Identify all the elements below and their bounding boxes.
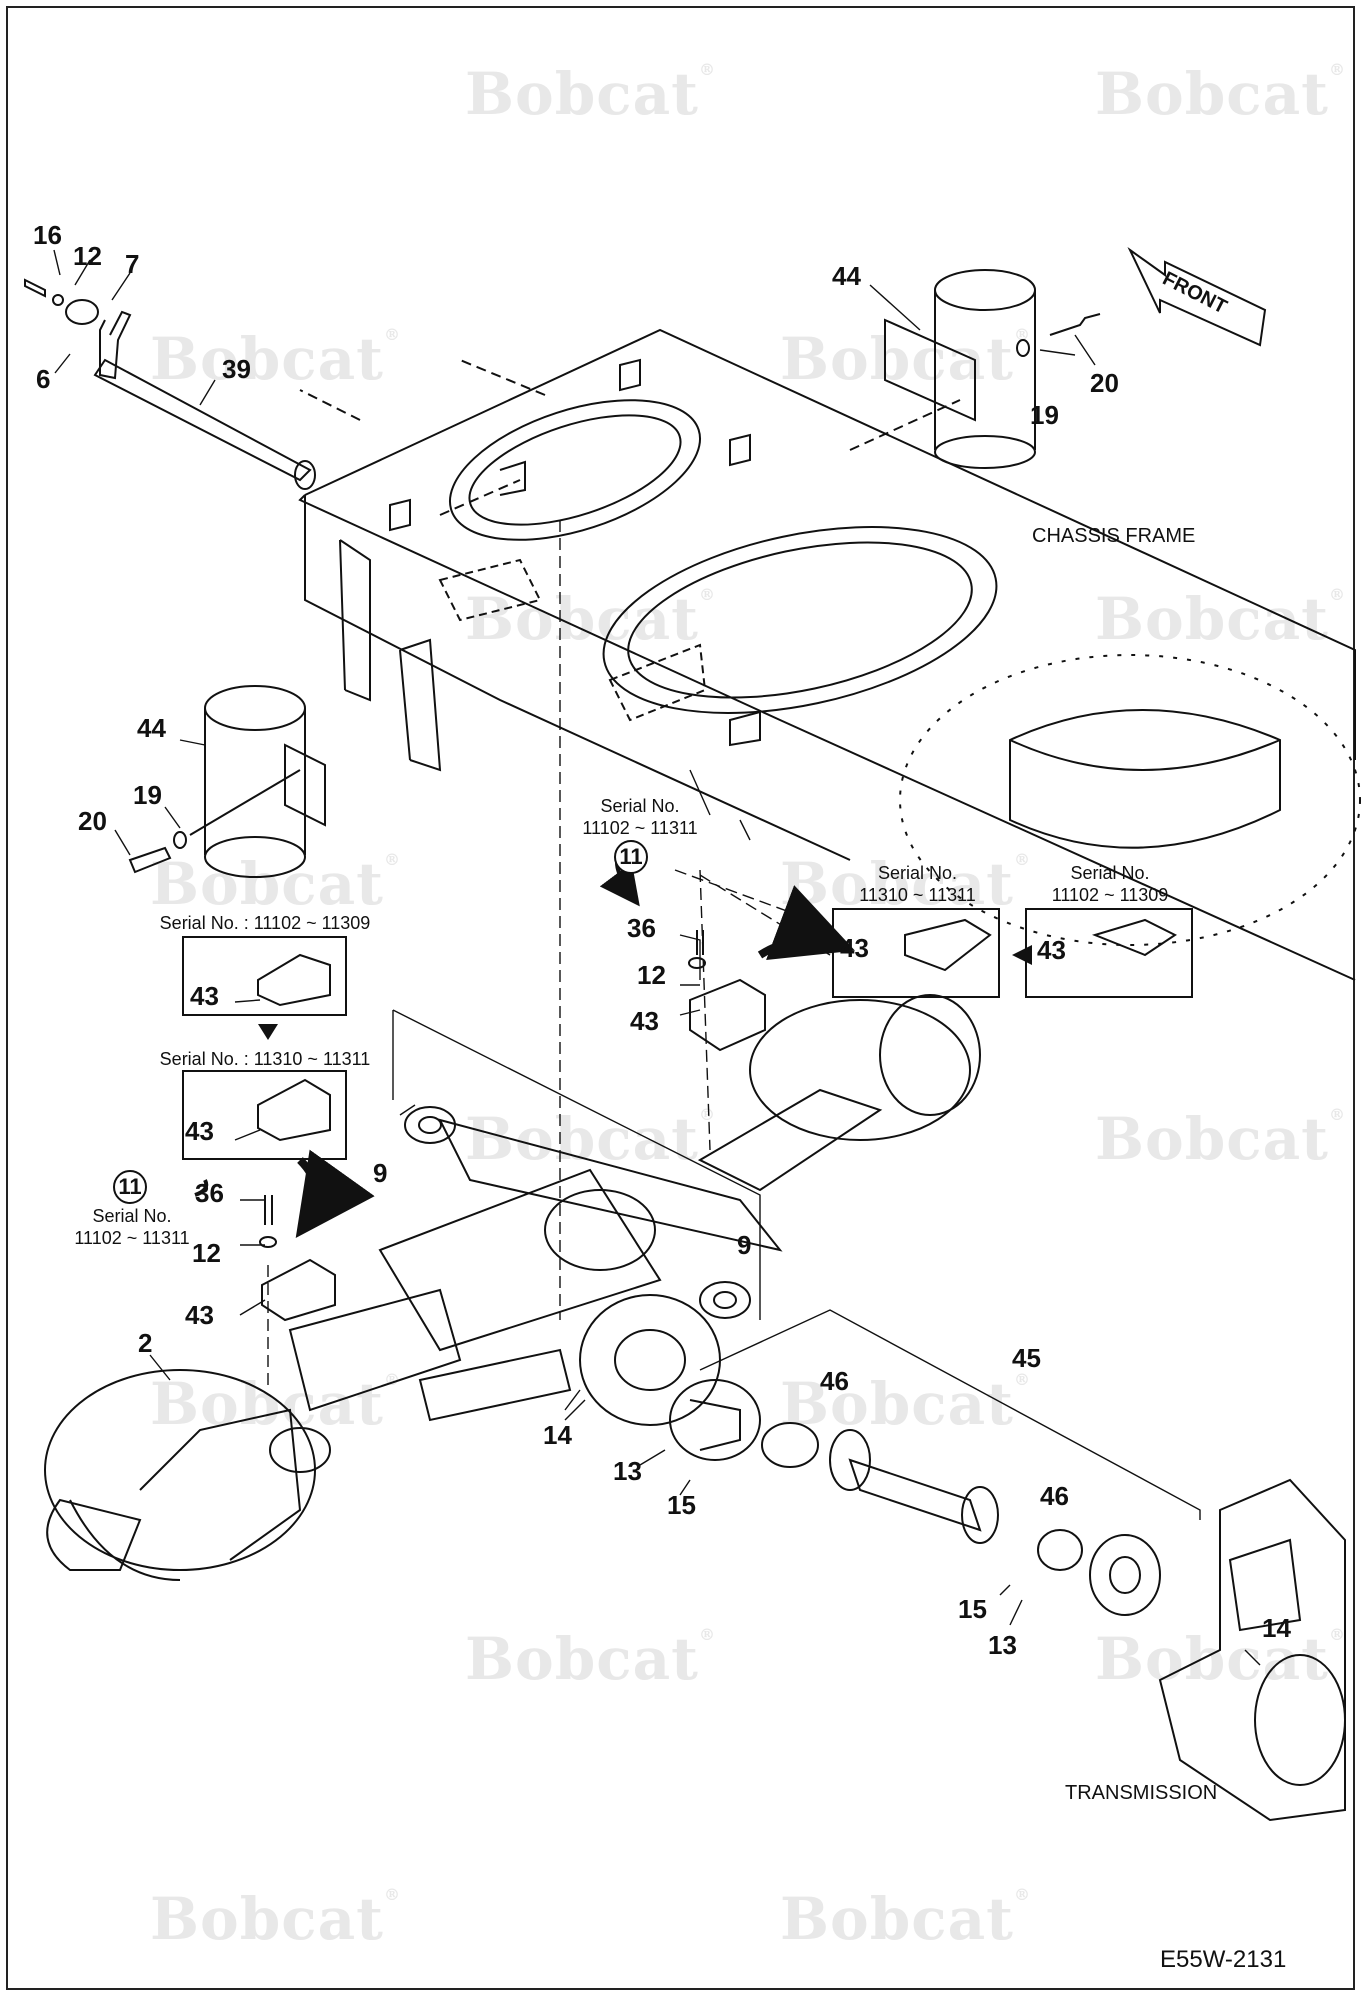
callout: 43 (630, 1006, 659, 1036)
drive-shaft (669, 1379, 1161, 1616)
axle-mount-plate (261, 1258, 336, 1322)
callout: 19 (1030, 400, 1059, 430)
serial-note-left-mid: Serial No. 11102 ~ 11311 (74, 1206, 190, 1248)
callout: 14 (543, 1420, 572, 1450)
oscillation-cylinder-upper (884, 269, 1036, 469)
watermark: Bobcat® (1095, 1105, 1346, 1173)
watermark: Bobcat® (1095, 1625, 1346, 1693)
watermark: Bobcat® (465, 1625, 716, 1693)
callout: 20 (78, 806, 107, 836)
transmission-label: TRANSMISSION (1065, 1782, 1218, 1804)
watermark: Bobcat® (780, 1370, 1031, 1438)
serial-note-box-b: Serial No. 11102 ~ 11309 (1051, 863, 1169, 905)
callout: 43 (185, 1300, 214, 1330)
figure-code: E55W-2131 (1160, 1946, 1287, 1973)
front-axle-housing (44, 994, 981, 1581)
grouping-brackets (392, 1009, 1201, 1520)
callout: 45 (1012, 1343, 1041, 1373)
callout: 15 (667, 1490, 696, 1520)
watermark: Bobcat® (465, 585, 716, 653)
gasket-right (699, 1281, 751, 1319)
pivot-pin (93, 310, 316, 490)
detail-ref-marker: 11 (113, 1170, 147, 1204)
callout: 2 (138, 1328, 153, 1358)
callout: 6 (36, 364, 51, 394)
leader-lines (53, 249, 1261, 1666)
watermark: Bobcat® (465, 1105, 716, 1173)
watermark: Bobcat® (150, 850, 401, 918)
serial-box-11102-11309 (1025, 908, 1193, 998)
callout: 20 (1090, 368, 1119, 398)
callout: 43 (190, 981, 219, 1011)
watermark: Bobcat® (1095, 60, 1346, 128)
callout: 44 (832, 261, 861, 291)
callout: 13 (988, 1630, 1017, 1660)
serial-box-11310-11311 (832, 908, 1000, 998)
gasket-left (404, 1106, 456, 1144)
watermark: Bobcat® (780, 1885, 1031, 1953)
callout: 12 (637, 960, 666, 990)
callout: 13 (613, 1456, 642, 1486)
serial-box-left-11310-11311 (182, 1070, 347, 1160)
callout: 43 (1037, 935, 1066, 965)
serial-note-top: Serial No. 11102 ~ 11311 (582, 796, 698, 838)
chassis-frame (298, 328, 1361, 981)
transmission-housing (1158, 1478, 1346, 1822)
serial-note-left-b: Serial No. : 11310 ~ 11311 (159, 1049, 371, 1069)
serial-note-left-a: Serial No. : 11102 ~ 11309 (159, 913, 371, 933)
callout: 12 (73, 241, 102, 271)
callout: 46 (820, 1366, 849, 1396)
watermark: Bobcat® (150, 1885, 401, 1953)
callout: 16 (33, 220, 62, 250)
watermark: Bobcat® (150, 325, 401, 393)
watermark: Bobcat® (150, 1370, 401, 1438)
callout: 43 (185, 1116, 214, 1146)
serial-box-left-11102-11309 (182, 936, 347, 1016)
callout: 9 (373, 1158, 388, 1188)
callout: 43 (840, 933, 869, 963)
callout: 46 (1040, 1481, 1069, 1511)
callout: 14 (1262, 1613, 1291, 1643)
diagram-border (6, 6, 1355, 1990)
callout: 7 (125, 249, 140, 279)
callout: 9 (737, 1230, 752, 1260)
callout: 12 (192, 1238, 221, 1268)
serial-note-box-a: Serial No. 11310 ~ 11311 (859, 863, 976, 905)
callout: 36 (627, 913, 656, 943)
callout: 36 (195, 1178, 224, 1208)
callout: 19 (133, 780, 162, 810)
detail-ref-marker: 11 (614, 840, 648, 874)
callout: 39 (222, 354, 251, 384)
callout: 15 (958, 1594, 987, 1624)
chassis-frame-label: CHASSIS FRAME (1032, 525, 1196, 547)
oscillation-cylinder-lower (204, 685, 326, 878)
callout: 44 (137, 713, 166, 743)
axle-mount-plate (689, 978, 766, 1052)
watermark: Bobcat® (465, 60, 716, 128)
